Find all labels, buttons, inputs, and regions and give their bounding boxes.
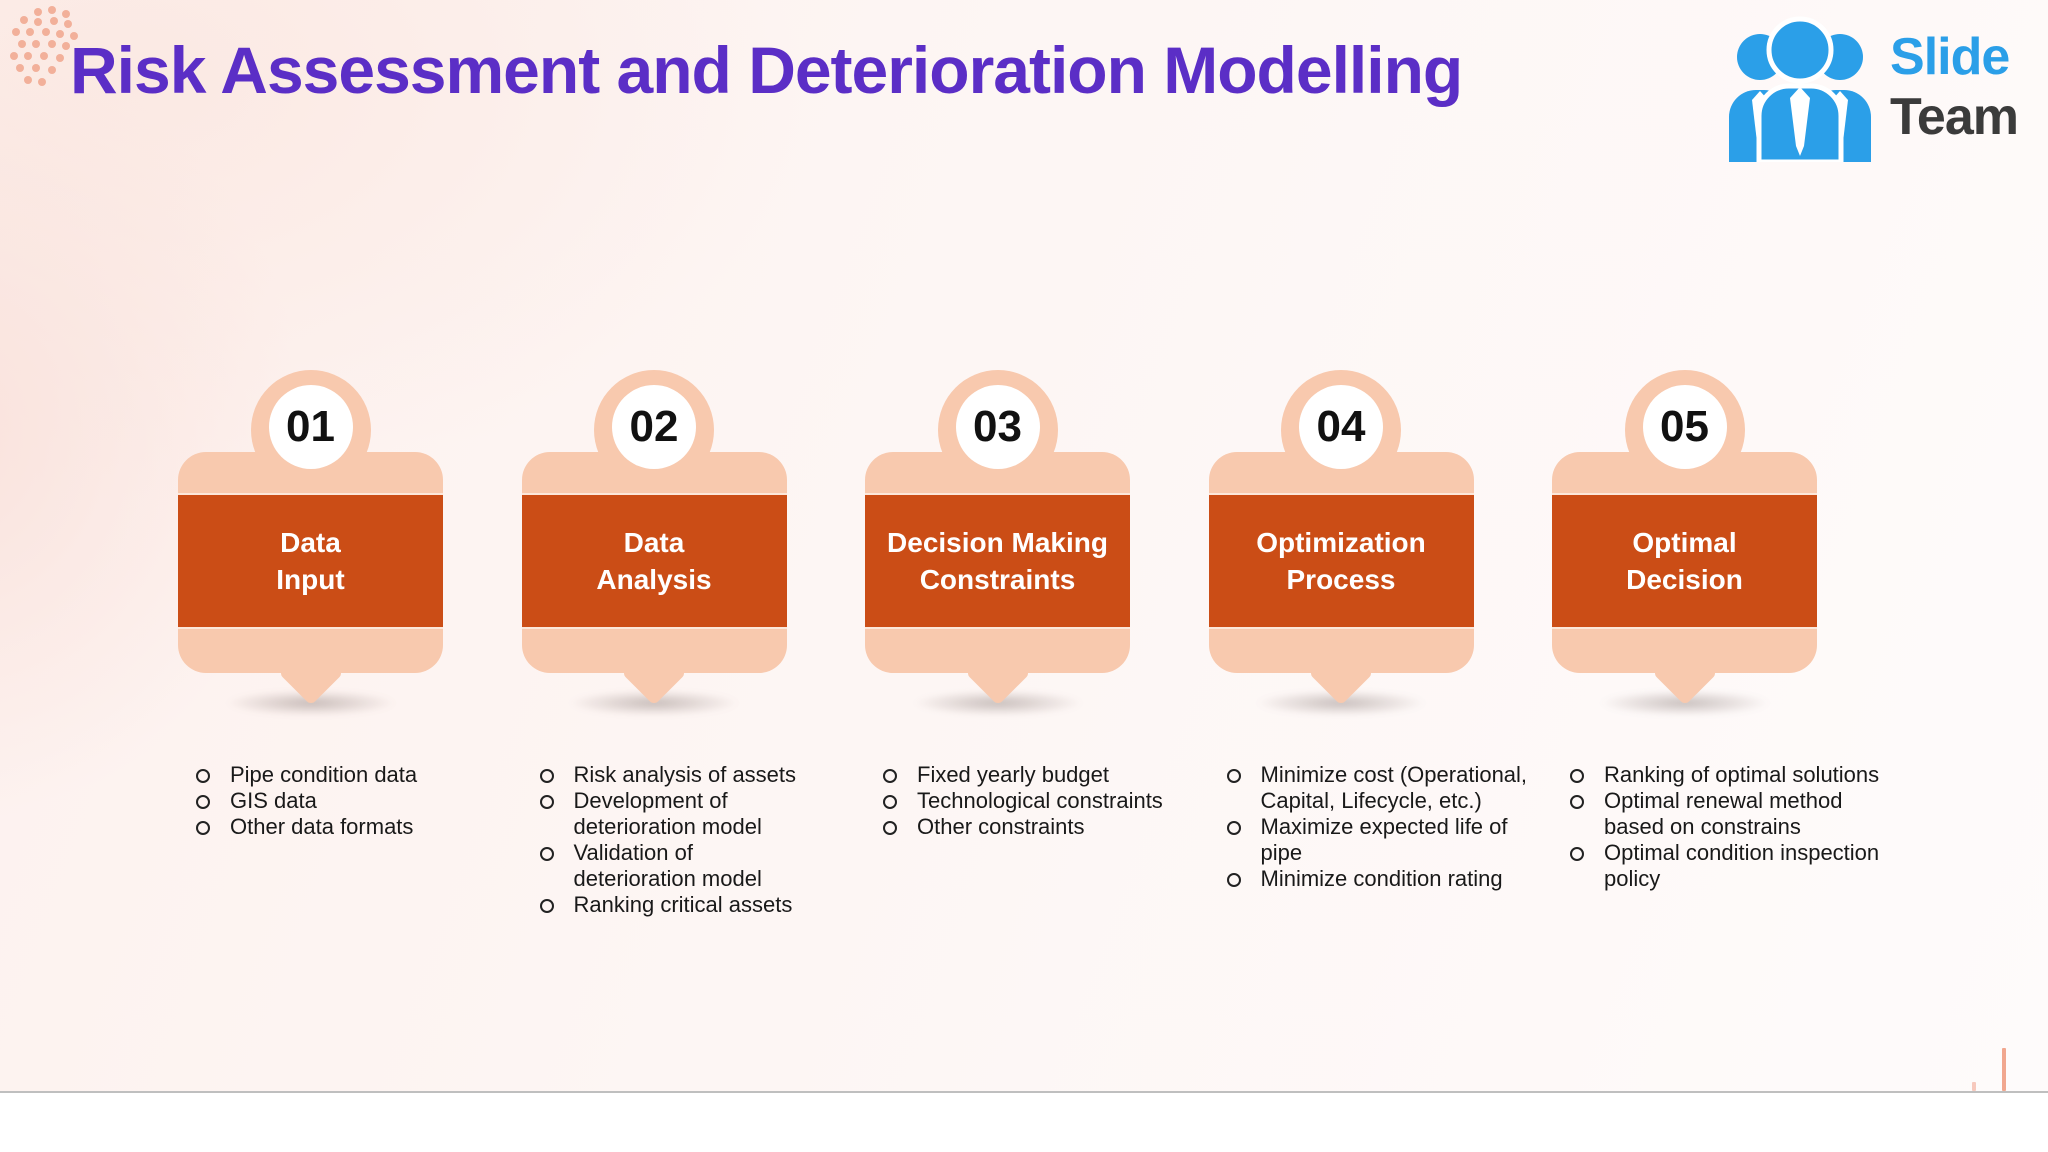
logo-text-team: Team	[1890, 88, 2019, 146]
step-bullets: Minimize cost (Operational, Capital, Lif…	[1209, 762, 1601, 892]
step-number: 04	[1316, 402, 1366, 451]
people-icon	[1729, 16, 1872, 162]
bullet-item: Maximize expected life of pipe	[1226, 814, 1601, 866]
step-number-badge: 02	[612, 385, 696, 469]
step-number-badge: 05	[1642, 385, 1727, 469]
step-number-badge: 01	[268, 385, 353, 469]
step-number: 02	[629, 402, 679, 451]
page-title: Risk Assessment and Deterioration Modell…	[70, 33, 1463, 107]
step-label: Decision Making Constraints	[887, 527, 1108, 595]
bullet-item: Ranking of optimal solutions	[1570, 762, 1944, 788]
step-label-band: Decision Making Constraints	[865, 495, 1130, 627]
step-label: Optimal Decision	[1626, 527, 1743, 595]
step-number-badge: 03	[955, 385, 1040, 469]
step-label-band: Optimization Process	[1208, 495, 1474, 627]
step-label-band: Optimal Decision	[1552, 495, 1817, 627]
footer-divider	[0, 1091, 2048, 1093]
bullet-item: Fixed yearly budget	[883, 762, 1257, 788]
bullet-item: Risk analysis of assets	[539, 762, 914, 788]
step-label: Data Analysis	[596, 527, 712, 595]
step-number-badge: 04	[1299, 385, 1383, 469]
step-label-band: Data Input	[178, 495, 443, 627]
bullet-item: Other constraints	[883, 814, 1257, 840]
bullet-item: Other data formats	[196, 814, 570, 840]
bullet-item: Pipe condition data	[196, 762, 570, 788]
step-column: Optimal Decision 05 Ranking of optimal s…	[1552, 370, 1879, 1090]
step-column: Decision Making Constraints 03 Fixed yea…	[865, 370, 1163, 1090]
logo-text: Slide Team	[1890, 27, 2019, 147]
bullet-item: GIS data	[196, 788, 570, 814]
step-number: 05	[1660, 402, 1709, 451]
step-number: 03	[973, 402, 1022, 451]
step-column: Optimization Process 04 Minimize cost (O…	[1208, 370, 1527, 1090]
bullet-item: Optimal renewal method based on constrai…	[1570, 788, 1944, 840]
bullet-item: Development of deterioration model	[539, 788, 914, 840]
slideteam-logo: Slide Team	[1720, 12, 2019, 162]
dots-pattern-icon	[10, 6, 78, 86]
step-number: 01	[286, 402, 335, 451]
bullet-item: Optimal condition inspection policy	[1570, 840, 1944, 892]
bullet-item: Validation of deterioration model	[539, 840, 914, 892]
step-label-band: Data Analysis	[521, 495, 787, 627]
step-label: Data Input	[276, 527, 345, 595]
logo-text-slide: Slide	[1890, 28, 2010, 86]
bullet-item: Minimize condition rating	[1226, 866, 1601, 892]
bullet-item: Technological constraints	[883, 788, 1257, 814]
footer-tick-small	[1972, 1082, 1976, 1091]
footer-tick-large	[2002, 1048, 2006, 1091]
step-column: Data Analysis 02 Risk analysis of assets…	[521, 370, 796, 1090]
bullet-item: Minimize cost (Operational, Capital, Lif…	[1226, 762, 1601, 814]
bullet-item: Ranking critical assets	[539, 892, 914, 918]
step-label: Optimization Process	[1256, 527, 1426, 595]
